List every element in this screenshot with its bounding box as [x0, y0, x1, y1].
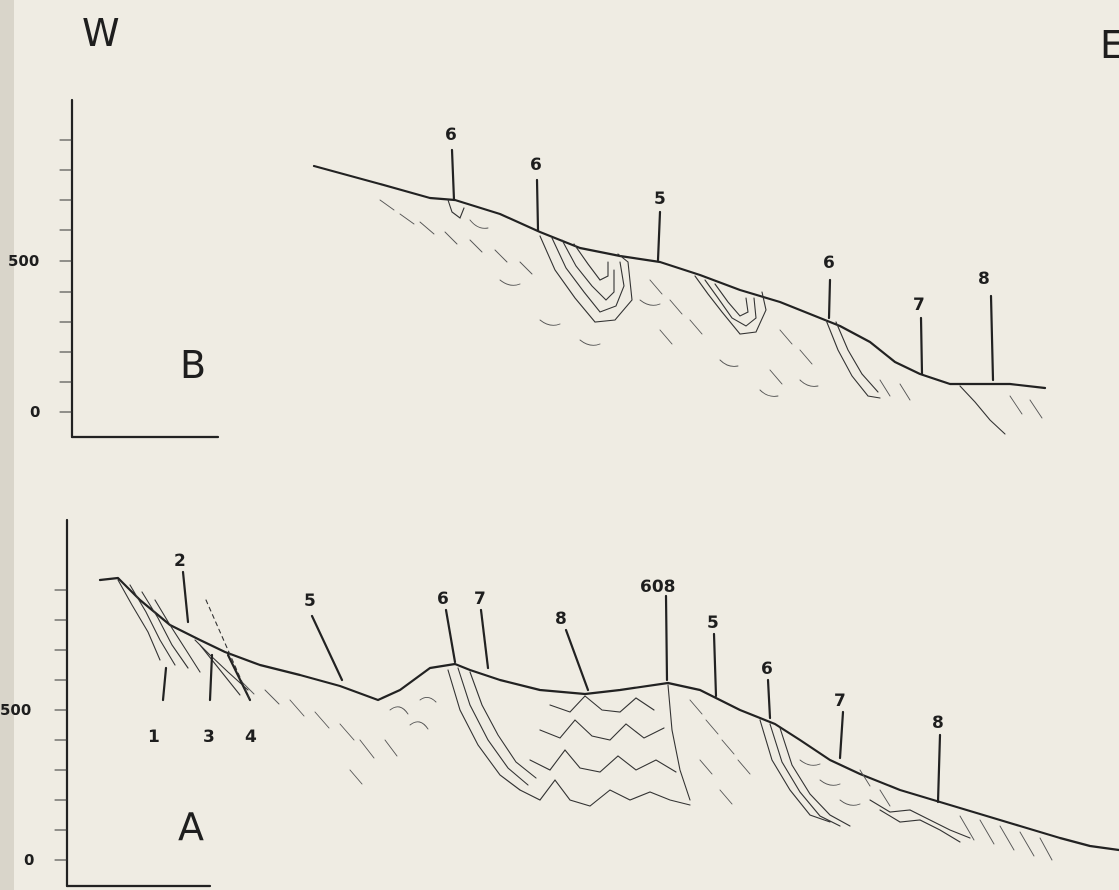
section-b-hatching — [380, 200, 1042, 418]
section-a-profile — [100, 578, 1119, 850]
section-a-unit-1: 1 — [148, 727, 160, 747]
section-a-unit-4: 4 — [245, 727, 257, 747]
east-label: E — [1100, 23, 1119, 67]
section-a-scale-0: 0 — [24, 851, 34, 869]
section-a-unit-7b: 7 — [834, 691, 846, 711]
section-b: 500 0 B — [8, 100, 1045, 437]
section-b-label: B — [180, 343, 206, 387]
section-b-unit-8: 8 — [978, 269, 990, 289]
section-a-hatching — [240, 680, 1052, 860]
page-edge — [0, 0, 14, 890]
section-b-unit-5: 5 — [654, 189, 666, 209]
section-a-unit-608: 608 — [640, 577, 676, 597]
section-b-profile — [314, 166, 1045, 388]
section-a-scale-500: 500 — [0, 701, 31, 719]
section-b-unit-6a: 6 — [445, 125, 457, 145]
section-b-scale-0: 0 — [30, 403, 40, 421]
section-a-unit-5b: 5 — [707, 613, 719, 633]
section-a-unit-2: 2 — [174, 551, 186, 571]
section-a-unit-8b: 8 — [932, 713, 944, 733]
section-b-scale-500: 500 — [8, 252, 39, 270]
section-a-unit-7a: 7 — [474, 589, 486, 609]
section-a-unit-8a: 8 — [555, 609, 567, 629]
west-label: W — [82, 11, 120, 55]
section-b-unit-markers — [452, 150, 993, 380]
section-a-bedding — [118, 580, 970, 842]
section-a-unit-5a: 5 — [304, 591, 316, 611]
section-a-unit-6a: 6 — [437, 589, 449, 609]
section-a: 500 0 A — [0, 520, 1119, 886]
section-b-unit-6b: 6 — [530, 155, 542, 175]
section-a-unit-3: 3 — [203, 727, 215, 747]
section-b-unit-6c: 6 — [823, 253, 835, 273]
section-b-unit-7: 7 — [913, 295, 925, 315]
section-a-unit-6b: 6 — [761, 659, 773, 679]
section-a-label: A — [178, 805, 204, 849]
